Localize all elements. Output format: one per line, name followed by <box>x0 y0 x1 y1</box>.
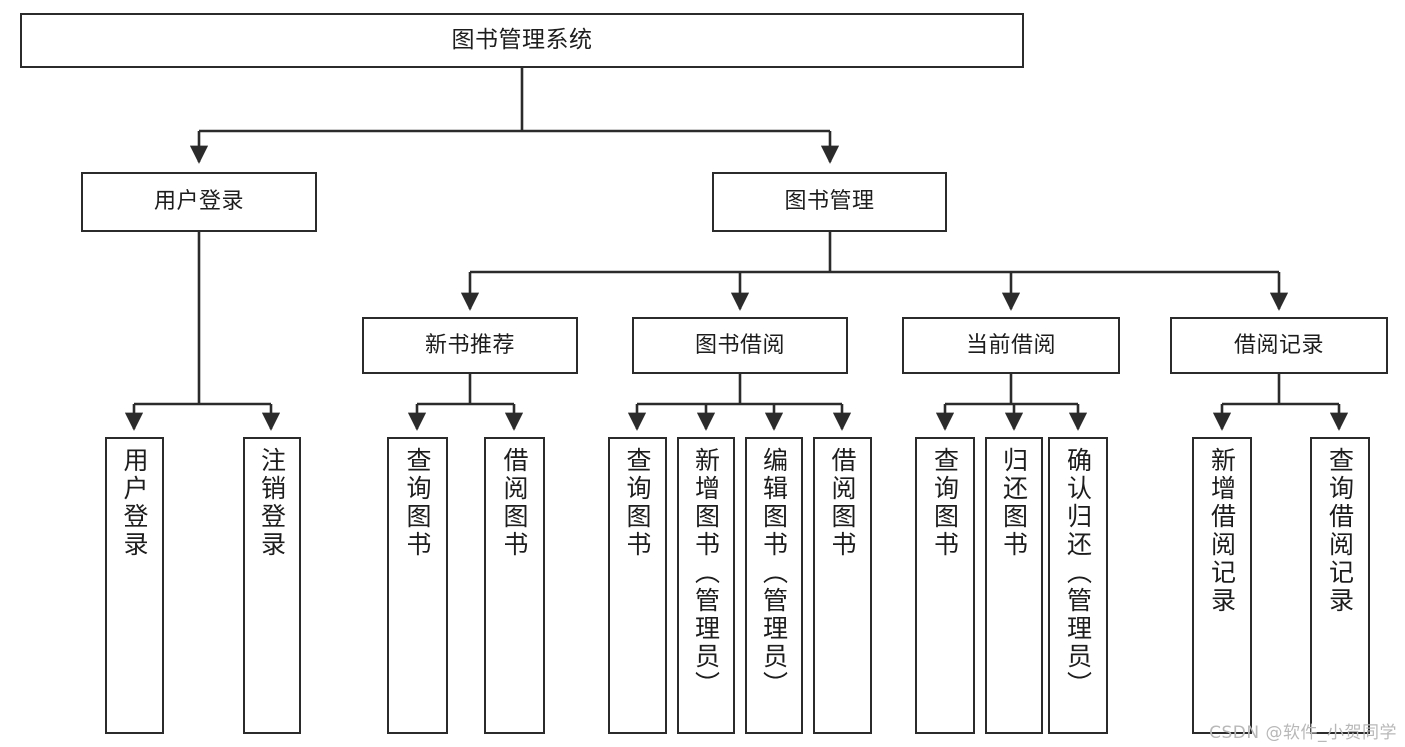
node-leaf-borrow-book-new[interactable]: 借阅图书 <box>484 437 545 734</box>
node-leaf-user-login-label: 用户登录 <box>120 447 149 559</box>
node-leaf-confirm-return-admin[interactable]: 确认归还（管理员） <box>1048 437 1108 734</box>
node-book-borrow[interactable]: 图书借阅 <box>632 317 848 374</box>
node-leaf-add-borrow-record[interactable]: 新增借阅记录 <box>1192 437 1252 734</box>
node-leaf-confirm-return-admin-label: 确认归还（管理员） <box>1063 447 1093 699</box>
node-leaf-query-borrow-record[interactable]: 查询借阅记录 <box>1310 437 1370 734</box>
node-borrow-records[interactable]: 借阅记录 <box>1170 317 1388 374</box>
node-leaf-add-book-admin-label: 新增图书（管理员） <box>691 447 721 699</box>
node-leaf-borrow-book-new-label: 借阅图书 <box>500 447 529 559</box>
watermark-text: CSDN @软件_小贺同学 <box>1209 723 1397 743</box>
node-leaf-borrow-book-label: 借阅图书 <box>828 447 857 559</box>
node-leaf-query-book-borrow[interactable]: 查询图书 <box>608 437 667 734</box>
node-new-book-recommend[interactable]: 新书推荐 <box>362 317 578 374</box>
node-root[interactable]: 图书管理系统 <box>20 13 1024 68</box>
node-leaf-edit-book-admin[interactable]: 编辑图书（管理员） <box>745 437 803 734</box>
node-leaf-logout[interactable]: 注销登录 <box>243 437 301 734</box>
node-leaf-query-book-new-label: 查询图书 <box>403 447 432 559</box>
node-leaf-query-book-new[interactable]: 查询图书 <box>387 437 448 734</box>
node-leaf-add-borrow-record-label: 新增借阅记录 <box>1207 447 1237 615</box>
node-current-borrow[interactable]: 当前借阅 <box>902 317 1120 374</box>
node-new-book-recommend-label: 新书推荐 <box>424 332 515 358</box>
node-leaf-edit-book-admin-label: 编辑图书（管理员） <box>759 447 789 699</box>
node-leaf-add-book-admin[interactable]: 新增图书（管理员） <box>677 437 735 734</box>
node-book-borrow-label: 图书借阅 <box>694 332 785 358</box>
node-leaf-query-borrow-record-label: 查询借阅记录 <box>1325 447 1355 615</box>
node-leaf-return-book[interactable]: 归还图书 <box>985 437 1043 734</box>
node-leaf-borrow-book[interactable]: 借阅图书 <box>813 437 872 734</box>
node-user-login-label: 用户登录 <box>153 189 244 215</box>
node-leaf-query-book-borrow-label: 查询图书 <box>623 447 652 559</box>
node-root-label: 图书管理系统 <box>451 27 593 54</box>
node-current-borrow-label: 当前借阅 <box>965 332 1056 358</box>
node-borrow-records-label: 借阅记录 <box>1233 332 1324 358</box>
node-leaf-query-book-current-label: 查询图书 <box>930 447 960 559</box>
node-user-login[interactable]: 用户登录 <box>81 172 317 232</box>
node-leaf-query-book-current[interactable]: 查询图书 <box>915 437 975 734</box>
node-leaf-logout-label: 注销登录 <box>257 447 287 559</box>
node-leaf-user-login[interactable]: 用户登录 <box>105 437 164 734</box>
node-book-management-label: 图书管理 <box>784 189 875 215</box>
node-leaf-return-book-label: 归还图书 <box>999 447 1029 559</box>
node-book-management[interactable]: 图书管理 <box>712 172 947 232</box>
